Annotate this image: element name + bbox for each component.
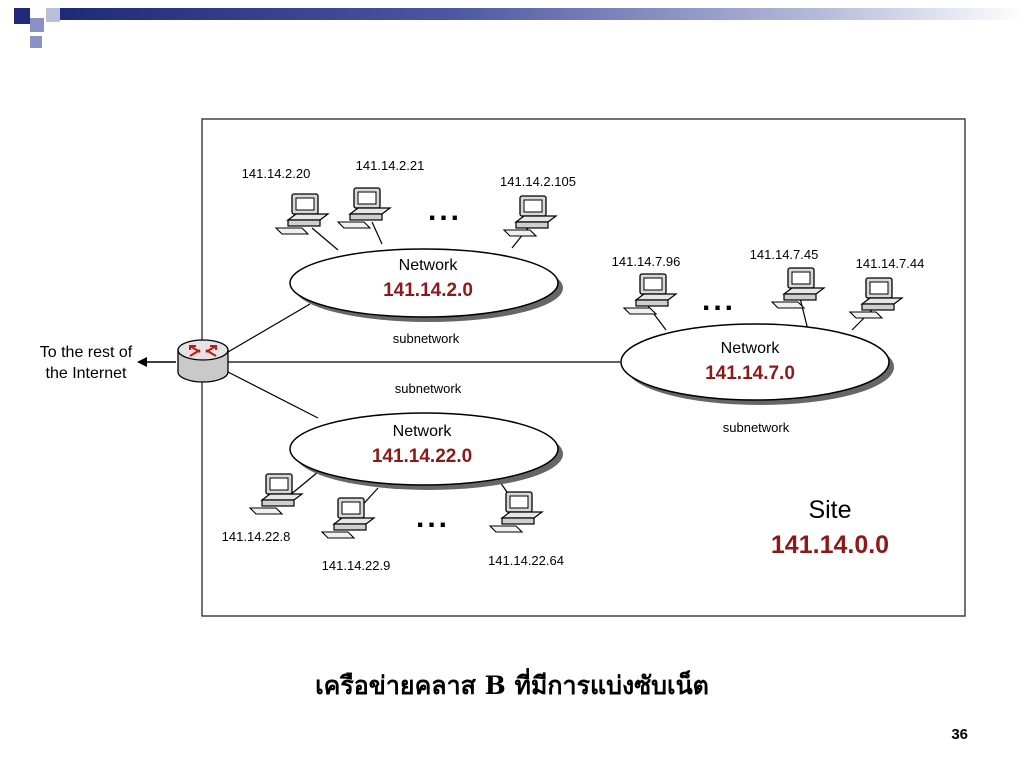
host-ip: 141.14.7.96	[612, 254, 681, 269]
net2-subnetwork-label: subnetwork	[393, 331, 460, 346]
internet-arrow-head	[137, 357, 147, 367]
net2-ellipse	[289, 248, 559, 318]
net22-address: 141.14.22.0	[372, 446, 472, 467]
link-router-net2	[227, 303, 311, 353]
host-ip: 141.14.2.21	[356, 158, 425, 173]
computer-icon	[249, 473, 303, 515]
host-ip: 141.14.2.20	[242, 166, 311, 181]
internet-label-line-2: the Internet	[46, 365, 128, 382]
net22-ellipse	[289, 412, 559, 486]
computer-icon	[771, 267, 825, 309]
host-ellipsis: ...	[702, 284, 736, 317]
net22-label: Network	[393, 423, 453, 440]
internet-label-line-1: To the rest of	[40, 344, 133, 361]
site-address: 141.14.0.0	[771, 531, 889, 559]
net7-ellipse	[620, 323, 890, 401]
decor-square-4	[30, 36, 42, 48]
computer-icon	[489, 491, 543, 533]
host-ip: 141.14.22.64	[488, 553, 564, 568]
computer-icon	[275, 193, 329, 235]
net2-label: Network	[399, 257, 459, 274]
net7-subnetwork-label: subnetwork	[723, 420, 790, 435]
net2-address: 141.14.2.0	[383, 280, 473, 301]
computer-icon	[503, 195, 557, 237]
site-label: Site	[808, 496, 851, 524]
host-ip: 141.14.7.44	[856, 256, 925, 271]
host-ip: 141.14.22.9	[322, 558, 391, 573]
host-ellipsis: ...	[428, 194, 462, 227]
host-ip: 141.14.7.45	[750, 247, 819, 262]
computer-icon	[623, 273, 677, 315]
slide-caption: เครือข่ายคลาส B ที่มีการแบ่งซับเน็ต	[315, 671, 709, 700]
decor-square-3	[46, 8, 60, 22]
computer-icon	[849, 277, 903, 319]
host-ellipsis: ...	[416, 501, 450, 534]
decor-square-1	[14, 8, 30, 24]
net7-address: 141.14.7.0	[705, 363, 795, 384]
router-icon	[177, 339, 229, 383]
host-ip: 141.14.22.8	[222, 529, 291, 544]
host-ip: 141.14.2.105	[500, 174, 576, 189]
drop-line	[799, 297, 809, 331]
header-band	[60, 8, 1024, 20]
link-router-net22	[227, 371, 319, 419]
net7-label: Network	[721, 340, 781, 357]
computer-icon	[321, 497, 375, 539]
net22-subnetwork-label: subnetwork	[395, 381, 462, 396]
computer-icon	[337, 187, 391, 229]
page-number: 36	[951, 726, 968, 743]
drop-line	[311, 227, 339, 251]
decor-square-2	[30, 18, 44, 32]
drop-line	[371, 221, 383, 245]
